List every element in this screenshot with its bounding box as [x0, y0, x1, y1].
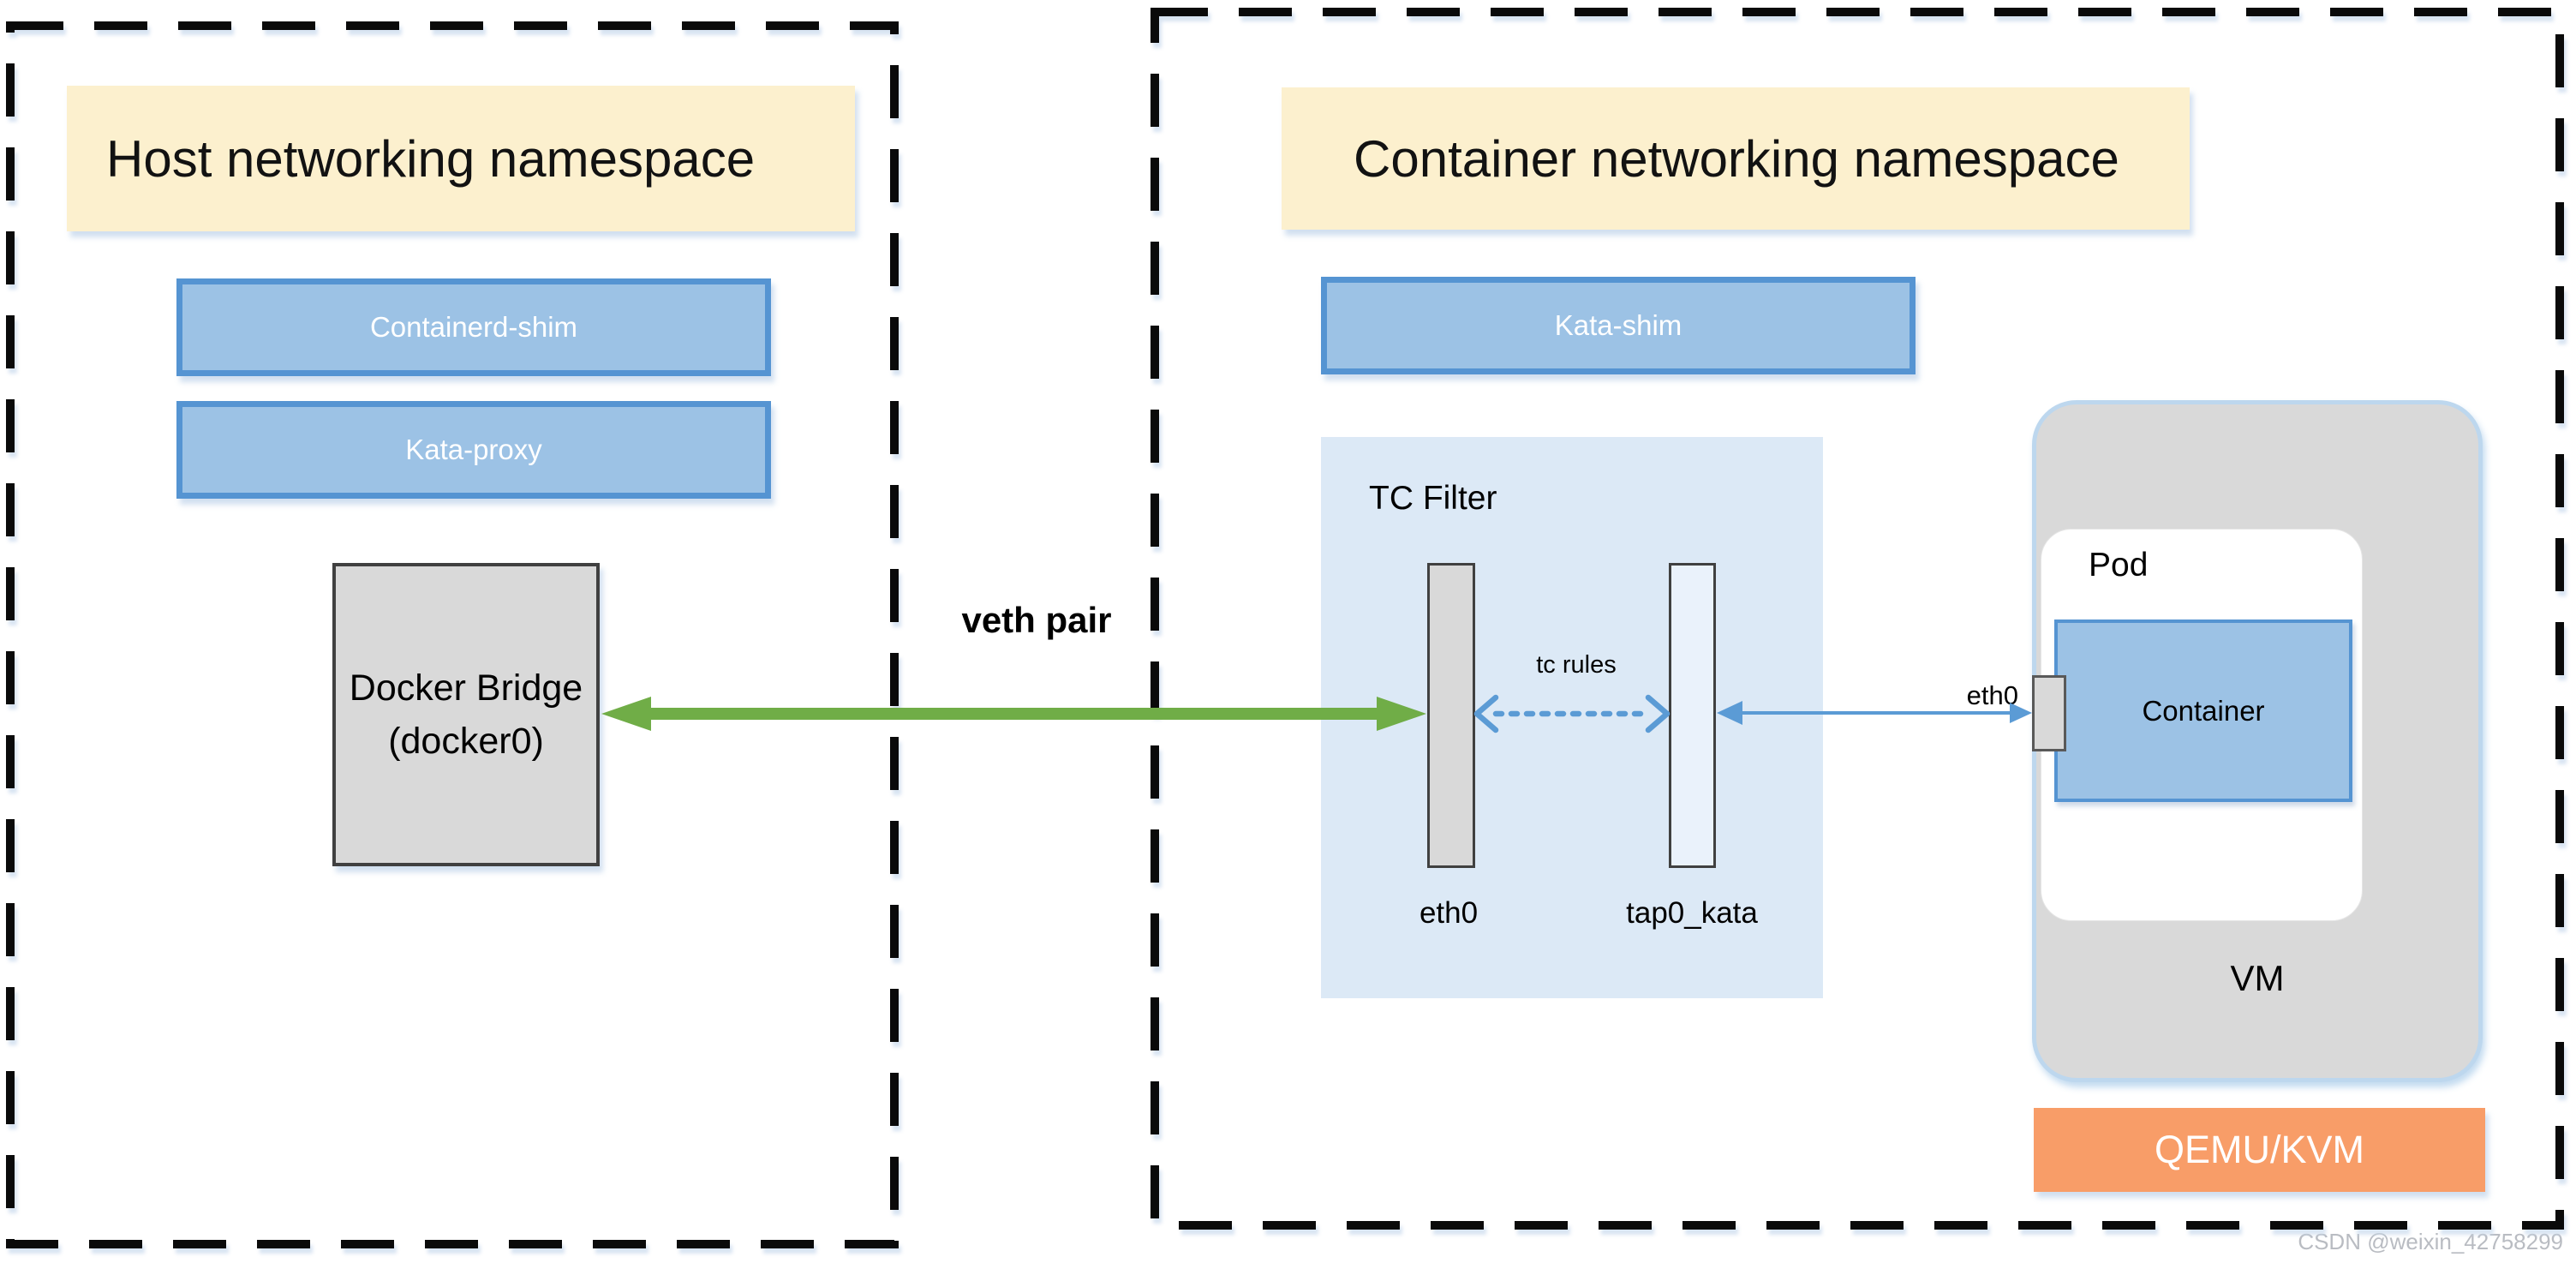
kata-proxy-label: Kata-proxy [405, 434, 542, 465]
container-box: Container [2054, 620, 2352, 802]
veth-pair-arrow [601, 697, 1426, 731]
watermark-text: CSDN @weixin_42758299 [2298, 1229, 2563, 1254]
docker-bridge-label-line2: (docker0) [388, 721, 544, 762]
host-namespace-title: Host networking namespace [106, 129, 756, 188]
tap0-kata-interface-bar [1669, 563, 1716, 868]
tc-filter-title: TC Filter [1369, 480, 1497, 517]
containerd-shim-box: Containerd-shim [176, 278, 771, 376]
container-label: Container [2142, 694, 2265, 727]
container-namespace-title: Container networking namespace [1354, 129, 2119, 188]
qemu-kvm-label: QEMU/KVM [2154, 1128, 2365, 1171]
kata-shim-box: Kata-shim [1321, 277, 1916, 374]
eth0-interface-label: eth0 [1419, 896, 1479, 930]
tap0-kata-interface-label: tap0_kata [1626, 896, 1758, 930]
docker-bridge-box: Docker Bridge (docker0) [332, 563, 600, 866]
eth0-interface-bar [1427, 563, 1475, 868]
pod-eth0-port [2032, 675, 2066, 751]
vm-label: VM [2230, 958, 2285, 998]
host-namespace-header: Host networking namespace [67, 86, 855, 231]
container-namespace-header: Container networking namespace [1282, 87, 2190, 230]
veth-pair-arrowhead-left [601, 697, 651, 731]
veth-pair-label: veth pair [961, 600, 1112, 640]
docker-bridge-label-line1: Docker Bridge [349, 667, 583, 709]
kata-shim-label: Kata-shim [1554, 309, 1682, 341]
tc-rules-label: tc rules [1536, 651, 1617, 679]
kata-proxy-box: Kata-proxy [176, 401, 771, 499]
containerd-shim-label: Containerd-shim [369, 311, 578, 343]
pod-eth0-label: eth0 [1966, 680, 2018, 710]
qemu-kvm-box: QEMU/KVM [2034, 1108, 2485, 1192]
pod-label: Pod [2089, 547, 2149, 584]
